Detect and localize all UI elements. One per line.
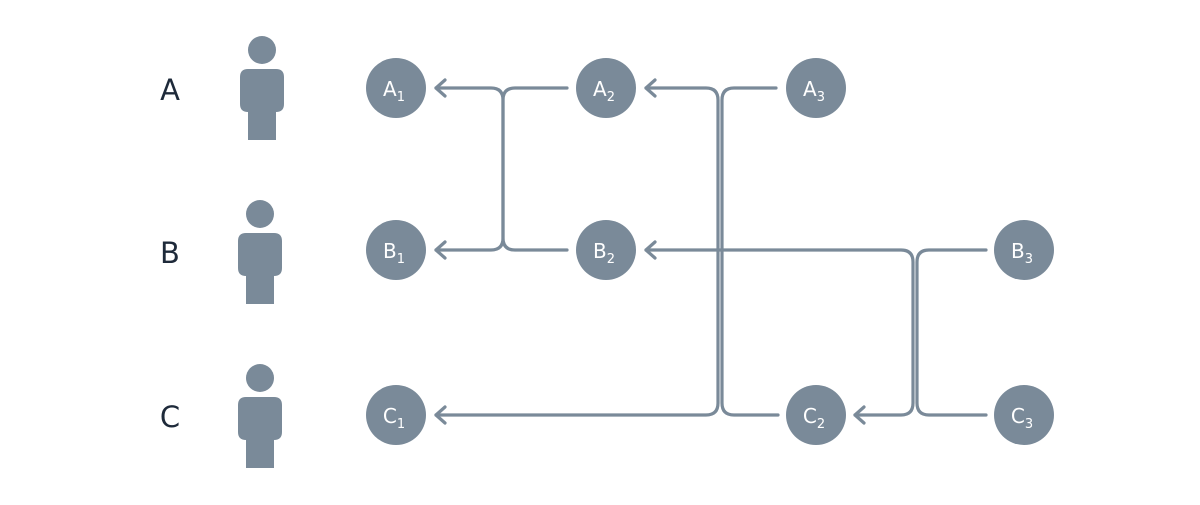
node-letter: C bbox=[803, 404, 817, 428]
arrowhead-icon bbox=[434, 240, 447, 260]
svg-text:B3: B3 bbox=[1011, 239, 1033, 267]
row-label-a: A bbox=[160, 73, 180, 107]
node-letter: A bbox=[383, 77, 397, 101]
node-subscript: 1 bbox=[397, 90, 405, 105]
node-subscript: 1 bbox=[397, 417, 405, 432]
node-subscript: 3 bbox=[1025, 252, 1033, 267]
node-letter: B bbox=[383, 239, 397, 263]
arrowhead-icon bbox=[644, 240, 657, 260]
svg-text:B2: B2 bbox=[593, 239, 615, 267]
node-a2: A2 bbox=[576, 58, 636, 118]
node-b3: B3 bbox=[994, 220, 1054, 280]
svg-text:C2: C2 bbox=[803, 404, 825, 432]
node-c1: C1 bbox=[366, 385, 426, 445]
node-subscript: 2 bbox=[817, 417, 825, 432]
person-icon bbox=[238, 200, 282, 304]
row-label-c: C bbox=[160, 400, 180, 434]
svg-text:A1: A1 bbox=[383, 77, 405, 105]
node-subscript: 1 bbox=[397, 252, 405, 267]
arrowhead-icon bbox=[434, 78, 447, 98]
node-letter: C bbox=[1011, 404, 1025, 428]
node-b1: B1 bbox=[366, 220, 426, 280]
arrowhead-icon bbox=[644, 78, 657, 98]
node-c3: C3 bbox=[994, 385, 1054, 445]
svg-text:C1: C1 bbox=[383, 404, 405, 432]
arrowhead-icon bbox=[853, 405, 866, 425]
edge-c3-b2 bbox=[644, 248, 915, 417]
node-a3: A3 bbox=[786, 58, 846, 118]
node-letter: B bbox=[593, 239, 607, 263]
svg-text:A3: A3 bbox=[803, 77, 825, 105]
node-subscript: 3 bbox=[1025, 417, 1033, 432]
edge-b2-b1 bbox=[434, 86, 569, 252]
node-letter: C bbox=[383, 404, 397, 428]
svg-text:A2: A2 bbox=[593, 77, 615, 105]
row-label-b: B bbox=[160, 236, 180, 270]
node-letter: A bbox=[593, 77, 607, 101]
node-letter: B bbox=[1011, 239, 1025, 263]
node-subscript: 2 bbox=[607, 252, 615, 267]
svg-text:B1: B1 bbox=[383, 239, 405, 267]
node-a1: A1 bbox=[366, 58, 426, 118]
node-letter: A bbox=[803, 77, 817, 101]
node-c2: C2 bbox=[786, 385, 846, 445]
node-b2: B2 bbox=[576, 220, 636, 280]
edge-b3-b2 bbox=[915, 248, 988, 417]
svg-text:C3: C3 bbox=[1011, 404, 1033, 432]
node-subscript: 3 bbox=[817, 90, 825, 105]
node-subscript: 2 bbox=[607, 90, 615, 105]
person-icon bbox=[238, 364, 282, 468]
person-icon bbox=[240, 36, 284, 140]
arrowhead-icon bbox=[434, 405, 447, 425]
